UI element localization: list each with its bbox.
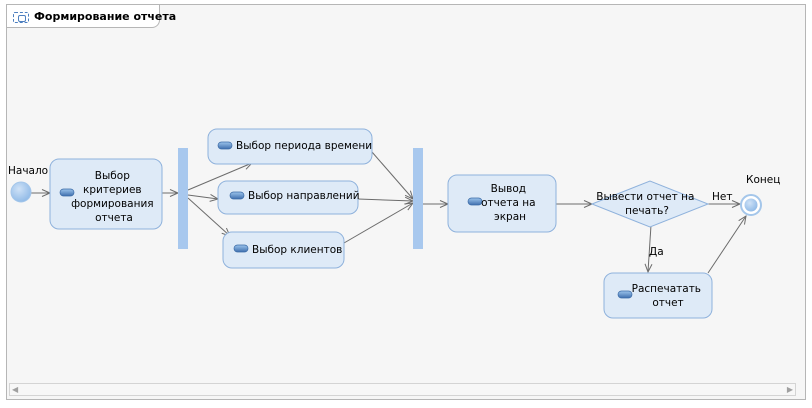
svg-text:Выбор клиентов: Выбор клиентов xyxy=(252,244,342,256)
action-label-line: Выбор периода времени xyxy=(236,140,372,152)
scroll-left-icon[interactable]: ◀ xyxy=(12,385,19,394)
start-label: Начало xyxy=(8,165,48,177)
action-print-report[interactable]: Распечатать отчет xyxy=(603,272,713,319)
action-icon xyxy=(617,290,633,299)
action-label-line: отчет xyxy=(652,297,683,309)
end-label: Конец xyxy=(746,174,780,186)
action-icon xyxy=(217,141,233,150)
final-node[interactable] xyxy=(740,194,762,216)
action-select-period[interactable]: Выбор периода времени xyxy=(207,128,373,165)
action-label-line: Выбор направлений xyxy=(248,190,360,202)
action-label-line: формирования xyxy=(71,198,154,210)
action-label-line: Выбор xyxy=(95,170,130,182)
svg-text:Выбор периода времени: Выбор периода времени xyxy=(236,140,372,152)
action-icon xyxy=(229,191,245,200)
decision-label-line: печать? xyxy=(625,205,669,217)
action-label-line: Вывод xyxy=(491,183,526,195)
horizontal-scrollbar[interactable]: ◀ ▶ xyxy=(9,383,796,396)
svg-text:Распечатать отчет: Распечатать отчет xyxy=(632,283,705,309)
diagram-title: Формирование отчета xyxy=(34,10,177,23)
edge-fork-to-directions[interactable] xyxy=(187,195,218,199)
svg-text:Вывод отчета на эк: Вывод отчета на экран xyxy=(481,183,539,223)
action-icon xyxy=(59,188,75,197)
action-screen-output[interactable]: Вывод отчета на экран xyxy=(447,174,557,233)
edge-fork-to-clients[interactable] xyxy=(187,197,230,236)
action-select-directions[interactable]: Выбор направлений xyxy=(217,180,360,215)
activity-diagram-icon xyxy=(13,12,29,23)
initial-node[interactable] xyxy=(10,181,32,203)
edge-print-to-end[interactable] xyxy=(707,216,746,274)
edge-fork-to-period[interactable] xyxy=(187,163,252,191)
action-select-clients[interactable]: Выбор клиентов xyxy=(222,231,345,269)
decision-node[interactable]: Вывести отчет на печать? xyxy=(590,180,710,228)
svg-text:Выбор критериев фо: Выбор критериев формирования отчета xyxy=(71,170,157,224)
decision-label-line: Вывести отчет на xyxy=(596,191,694,203)
join-bar[interactable] xyxy=(413,148,423,249)
edge-decision-to-print[interactable] xyxy=(648,224,651,272)
action-label-line: критериев xyxy=(83,184,142,196)
svg-text:Вывести отчет на печать?: Вывести отчет на печать? xyxy=(596,191,698,217)
edge-period-to-join[interactable] xyxy=(371,151,413,199)
action-label-line: Распечатать xyxy=(632,283,701,295)
action-icon xyxy=(467,197,483,206)
edge-directions-to-join[interactable] xyxy=(357,199,413,201)
action-label-line: экран xyxy=(494,211,526,223)
action-label-line: отчета на xyxy=(481,197,535,209)
action-icon xyxy=(233,244,249,253)
action-label-line: отчета xyxy=(95,212,133,224)
action-label-line: Выбор клиентов xyxy=(252,244,342,256)
diagram-title-tab[interactable]: Формирование отчета xyxy=(6,4,176,28)
edge-clients-to-join[interactable] xyxy=(343,203,413,244)
fork-bar[interactable] xyxy=(178,148,188,249)
guard-no: Нет xyxy=(712,191,732,203)
svg-text:Выбор направлений: Выбор направлений xyxy=(248,190,360,202)
scroll-right-icon[interactable]: ▶ xyxy=(786,385,793,394)
action-select-criteria[interactable]: Выбор критериев формирования отчета xyxy=(49,158,163,230)
guard-yes: Да xyxy=(649,246,664,258)
